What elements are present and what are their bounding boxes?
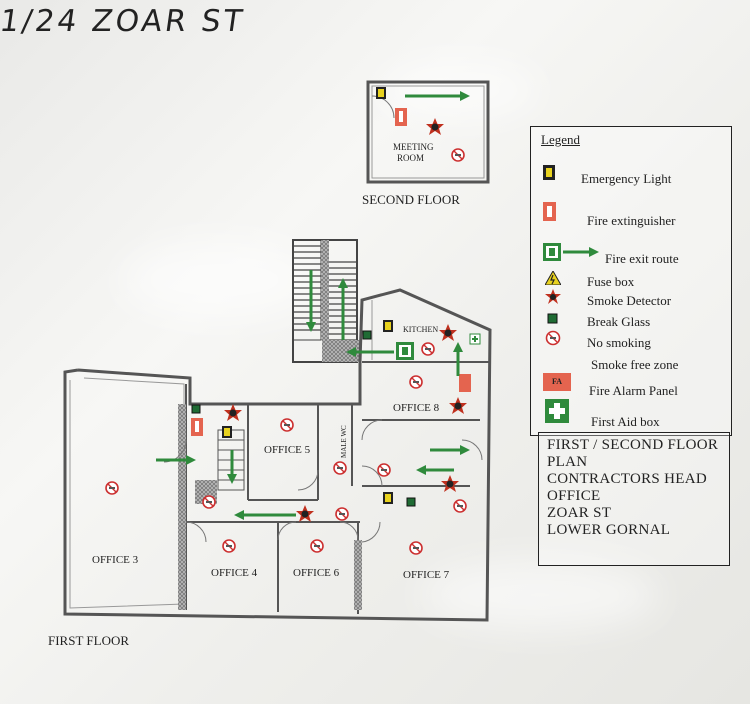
smoke-detector-icon [439, 324, 457, 341]
smoke-detector-icon [224, 404, 242, 421]
legend-fuse-box: Fuse box [587, 274, 635, 289]
no-smoking-icon [333, 461, 347, 475]
fire-exit-sign-icon [396, 342, 414, 360]
no-smoking-icon [377, 463, 391, 477]
legend-fire-extinguisher: Fire extinguisher [587, 213, 676, 228]
emergency-light-icon [543, 165, 555, 180]
smoke-detector-icon [545, 289, 561, 304]
legend-break-glass: Break Glass [587, 314, 651, 329]
fire-extinguisher-icon [543, 202, 556, 221]
fire-exit-arrow-head [416, 465, 426, 475]
break-glass-icon [362, 330, 372, 340]
no-smoking-icon [335, 507, 349, 521]
no-smoking-icon [280, 418, 294, 432]
emergency-light-icon [383, 320, 393, 332]
plan-title-line-5: ZOAR ST [547, 505, 612, 521]
staircase [292, 239, 360, 363]
first-floor-icons [105, 320, 481, 555]
office3-label: OFFICE 3 [92, 554, 139, 566]
fire-extinguisher-icon [395, 108, 407, 126]
office7-label: OFFICE 7 [403, 569, 450, 581]
first-floor-plan [63, 288, 492, 622]
fire-exit-arrow-head [453, 342, 463, 352]
fire-exit-arrow-head [227, 474, 237, 484]
first-aid-icon [545, 399, 569, 423]
fuse-box-icon [545, 271, 561, 285]
no-smoking-icon [310, 539, 324, 553]
male-wc-label: MALE WC [340, 425, 348, 458]
fire-alarm-panel-icon: FA [543, 373, 571, 391]
smoke-detector-icon [426, 118, 444, 135]
kitchen-label: KITCHEN [403, 325, 438, 334]
plan-title-line-1: FIRST / SECOND FLOOR [547, 437, 719, 453]
plan-title-line-4: OFFICE [547, 488, 601, 504]
meeting-room-label-1: MEETING [393, 142, 434, 152]
no-smoking-icon [453, 499, 467, 513]
no-smoking-icon [421, 342, 435, 356]
first-aid-icon [469, 333, 481, 345]
smoke-detector-icon [441, 475, 459, 492]
break-glass-icon [547, 313, 558, 324]
office4-label: OFFICE 4 [211, 567, 258, 579]
no-smoking-icon [202, 495, 216, 509]
fire-exit-arrow-head [234, 510, 244, 520]
no-smoking-icon [409, 541, 423, 555]
office5-label: OFFICE 5 [264, 444, 311, 456]
legend-first-aid-box: First Aid box [591, 414, 660, 429]
meeting-room-label-2: ROOM [397, 153, 424, 163]
smoke-detector-icon [449, 397, 467, 414]
first-floor-label: FIRST FLOOR [48, 633, 130, 648]
break-glass-icon [406, 497, 416, 507]
no-smoking-icon [409, 375, 423, 389]
plan-title-line-6: LOWER GORNAL [547, 522, 671, 538]
emergency-light-icon [376, 87, 386, 99]
plan-title-line-2: PLAN [547, 454, 588, 470]
fire-exit-route-icon [543, 243, 599, 261]
no-smoking-icon [222, 539, 236, 553]
legend-smoke-free-zone: Smoke free zone [591, 357, 679, 372]
fire-exit-arrow-head [460, 445, 470, 455]
legend: Legend Emergency Light Fire extinguisher… [530, 126, 732, 436]
fire-exit-arrow [306, 270, 316, 332]
legend-no-smoking: No smoking [587, 335, 651, 350]
legend-smoke-detector: Smoke Detector [587, 293, 672, 308]
no-smoking-icon [451, 148, 465, 162]
fire-exit-arrow [405, 91, 470, 101]
legend-fire-exit-route: Fire exit route [605, 251, 679, 266]
legend-fire-alarm-panel: Fire Alarm Panel [589, 383, 678, 398]
fire-exit-arrow-head [186, 455, 196, 465]
plan-title-block: FIRST / SECOND FLOOR PLAN CONTRACTORS HE… [538, 432, 730, 566]
emergency-light-icon [222, 426, 232, 438]
no-smoking-icon [105, 481, 119, 495]
second-floor-label: SECOND FLOOR [362, 192, 460, 207]
office6-label: OFFICE 6 [293, 567, 340, 579]
second-floor-plan: MEETING ROOM [366, 80, 490, 184]
emergency-light-icon [383, 492, 393, 504]
fire-exit-arrow [338, 278, 348, 340]
no-smoking-icon [545, 330, 561, 346]
fire-alarm-panel-icon [461, 376, 471, 390]
fire-extinguisher-icon [191, 418, 203, 436]
break-glass-icon [191, 404, 201, 414]
office8-label: OFFICE 8 [393, 402, 440, 414]
smoke-detector-icon [296, 505, 314, 522]
legend-emergency-light: Emergency Light [581, 171, 672, 186]
fire-exit-arrow-head [346, 347, 356, 357]
legend-title: Legend [541, 132, 580, 147]
plan-title-line-3: CONTRACTORS HEAD [547, 471, 707, 487]
